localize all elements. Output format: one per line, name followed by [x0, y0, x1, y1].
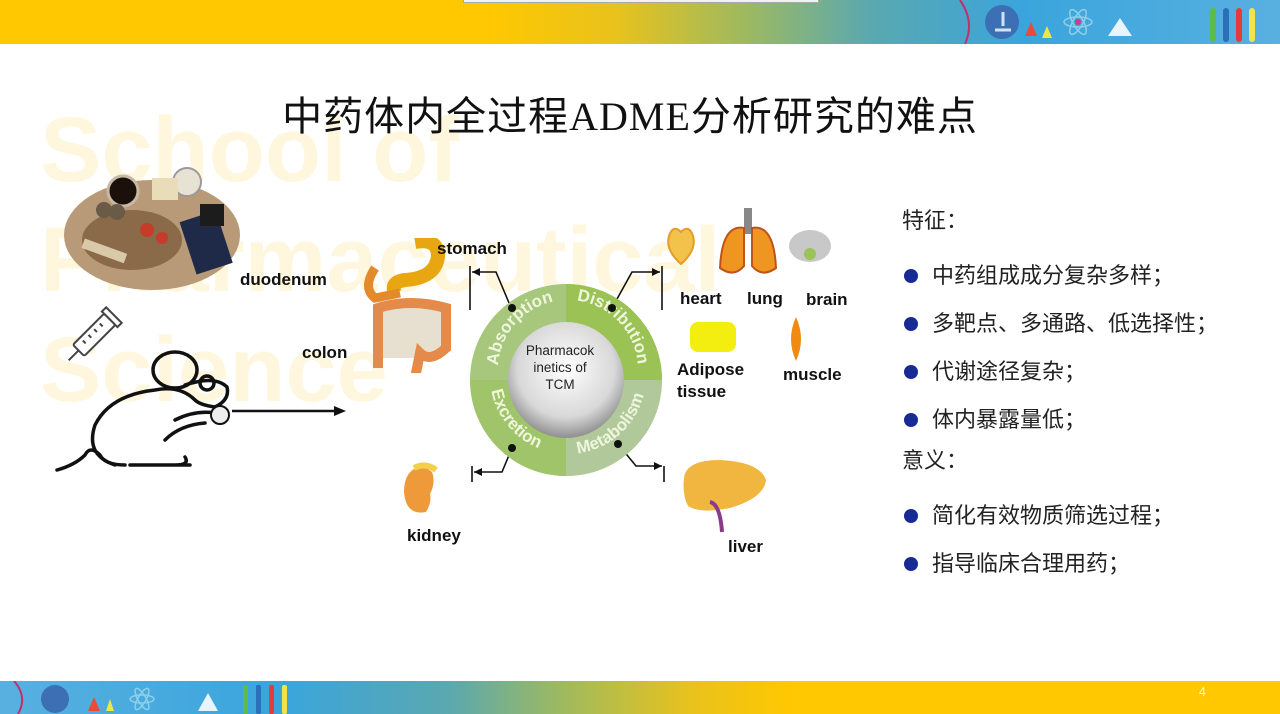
adipose-tissue-icon: [690, 322, 736, 352]
label-adipose-line2: tissue: [677, 382, 727, 401]
adme-ring-diagram: Absorption Distribution Excretion Metabo…: [469, 266, 665, 482]
label-brain: brain: [806, 290, 848, 309]
label-heart: heart: [680, 289, 722, 308]
microscope-icon: [41, 685, 69, 713]
label-muscle: muscle: [783, 365, 842, 384]
center-label-line: TCM: [545, 377, 575, 392]
feature-list: 特征： 中药组成成分复杂多样； 多靶点、多通路、低选择性； 代谢途径复杂； 体内…: [902, 204, 1280, 588]
list-item: 体内暴露量低；: [902, 396, 1280, 444]
gi-tract-illustration: [364, 238, 451, 373]
features-heading: 特征：: [902, 208, 969, 233]
list-item: 简化有效物质筛选过程；: [902, 492, 1280, 540]
atom-icon: [1063, 8, 1093, 36]
science-icons-top: [959, 0, 1255, 44]
significance-heading: 意义：: [902, 448, 969, 473]
arrow-right: [232, 406, 346, 416]
list-item-text: 指导临床合理用药；: [932, 551, 1131, 576]
list-item-text: 多靶点、多通路、低选择性；: [932, 311, 1219, 336]
bullet-icon: [904, 365, 918, 379]
top-banner: [0, 0, 1280, 44]
brain-icon: [789, 230, 831, 262]
herbal-medicine-photo: [64, 167, 240, 290]
liver-icon: [683, 460, 766, 533]
label-adipose-line1: Adipose: [677, 360, 745, 379]
label-kidney: kidney: [407, 526, 461, 545]
slide-title: 中药体内全过程ADME分析研究的难点: [282, 94, 978, 139]
science-icons-bottom: [13, 681, 287, 714]
list-item: 中药组成成分复杂多样；: [902, 252, 1280, 300]
label-duodenum: duodenum: [240, 270, 327, 289]
list-item: 多靶点、多通路、低选择性；: [902, 300, 1280, 348]
label-colon: colon: [302, 343, 348, 362]
list-item: 指导临床合理用药；: [902, 540, 1280, 588]
list-item-text: 代谢途径复杂；: [932, 359, 1087, 384]
center-label-line: inetics of: [533, 360, 587, 375]
bullet-icon: [904, 269, 918, 283]
mouse-illustration: [55, 350, 230, 472]
label-stomach: stomach: [437, 239, 507, 258]
lung-icon: [718, 208, 778, 274]
bullet-icon: [904, 317, 918, 331]
list-item-text: 简化有效物质筛选过程；: [932, 503, 1175, 528]
label-lung: lung: [747, 289, 783, 308]
bullet-icon: [904, 413, 918, 427]
center-label-line: Pharmacok: [525, 343, 595, 358]
list-item: 代谢途径复杂；: [902, 348, 1280, 396]
center-label: Pharmacok inetics of TCM: [510, 342, 610, 393]
label-adipose: Adipose tissue: [677, 359, 744, 403]
page-number: 4: [1198, 684, 1206, 699]
heart-icon: [667, 227, 695, 265]
list-item-text: 中药组成成分复杂多样；: [932, 263, 1175, 288]
bullet-icon: [904, 509, 918, 523]
window-tab-strip: [463, 0, 819, 3]
kidney-icon: [404, 462, 438, 513]
muscle-icon: [791, 317, 801, 361]
bullet-icon: [904, 557, 918, 571]
syringe-icon: [67, 305, 124, 362]
label-liver: liver: [728, 537, 763, 556]
list-item-text: 体内暴露量低；: [932, 407, 1087, 432]
